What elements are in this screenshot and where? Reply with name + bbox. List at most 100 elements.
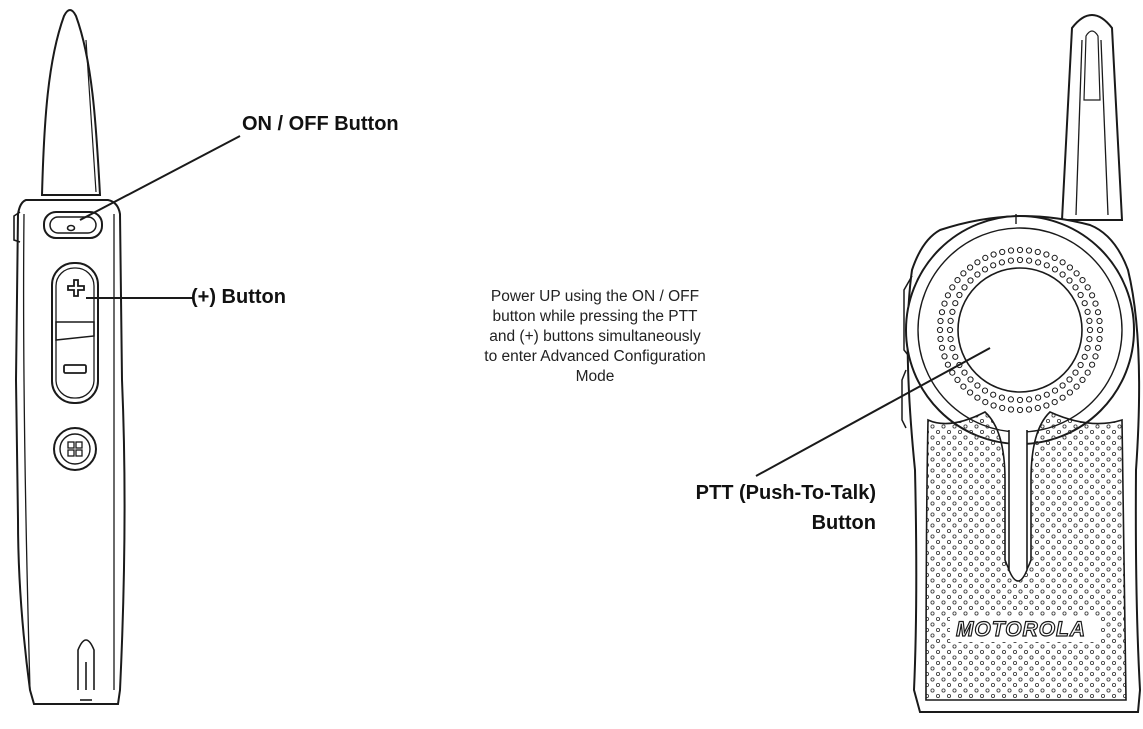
speaker-hole bbox=[974, 271, 981, 278]
speaker-hole bbox=[999, 404, 1006, 412]
speaker-hole bbox=[1034, 404, 1041, 412]
on-off-button-label: ON / OFF Button bbox=[242, 113, 399, 135]
speaker-hole bbox=[1084, 308, 1091, 315]
power-switch-icon bbox=[43, 211, 103, 239]
bottom-port bbox=[77, 639, 95, 701]
instruction-text: Power UP using the ON / OFF button while… bbox=[415, 287, 775, 387]
speaker-hole bbox=[998, 394, 1006, 401]
speaker-hole bbox=[1086, 336, 1093, 343]
speaker-hole bbox=[1079, 277, 1086, 284]
speaker-hole bbox=[949, 308, 956, 315]
minus-icon bbox=[63, 364, 87, 374]
motorola-logo: MOTOROLA bbox=[956, 618, 1086, 641]
side-antenna bbox=[40, 9, 102, 196]
speaker-hole bbox=[1077, 291, 1084, 299]
speaker-hole bbox=[1016, 256, 1024, 264]
ptt-button bbox=[957, 267, 1083, 393]
ptt-label-line1: PTT (Push-To-Talk) bbox=[695, 482, 876, 504]
speaker-hole bbox=[981, 266, 989, 273]
instruction-line: and (+) buttons simultaneously bbox=[489, 328, 701, 345]
speaker-hole bbox=[967, 389, 974, 396]
speaker-hole bbox=[1066, 389, 1074, 396]
speaker-hole bbox=[949, 284, 956, 291]
speaker-hole bbox=[1025, 247, 1033, 254]
speaker-hole bbox=[949, 345, 956, 352]
front-button-ring bbox=[936, 246, 1104, 414]
speaker-hole bbox=[941, 353, 948, 360]
speaker-hole bbox=[1007, 257, 1015, 264]
speaker-hole bbox=[1072, 369, 1079, 376]
speaker-hole bbox=[967, 376, 974, 383]
speaker-hole bbox=[1016, 396, 1024, 404]
speaker-hole bbox=[1081, 353, 1088, 360]
speaker-hole bbox=[1086, 326, 1094, 334]
callout-line-onoff bbox=[79, 135, 241, 221]
speaker-hole bbox=[960, 270, 967, 277]
speaker-hole bbox=[1007, 396, 1015, 403]
plus-button-label: (+) Button bbox=[191, 286, 286, 308]
speaker-hole bbox=[954, 277, 961, 284]
speaker-hole bbox=[938, 344, 946, 351]
speaker-hole bbox=[1016, 246, 1024, 254]
front-view-radio bbox=[901, 14, 1142, 713]
speaker-hole bbox=[1059, 271, 1066, 278]
speaker-hole bbox=[967, 264, 974, 271]
speaker-hole bbox=[1043, 251, 1050, 258]
speaker-hole bbox=[944, 292, 952, 299]
speaker-hole bbox=[990, 391, 997, 398]
speaker-hole bbox=[990, 251, 997, 258]
instruction-line: Mode bbox=[575, 368, 615, 385]
speaker-hole bbox=[1043, 262, 1050, 269]
speaker-hole bbox=[947, 317, 954, 324]
speaker-hole bbox=[1094, 309, 1102, 316]
speaker-hole bbox=[1016, 406, 1024, 414]
speaker-hole bbox=[1092, 353, 1099, 360]
speaker-hole bbox=[1035, 394, 1042, 401]
speaker-hole bbox=[1026, 257, 1033, 264]
speaker-hole bbox=[990, 262, 997, 269]
ptt-button-label: PTT (Push-To-Talk) Button bbox=[600, 478, 876, 538]
callout-lines bbox=[79, 135, 991, 477]
speaker-hole bbox=[1051, 254, 1058, 261]
speaker-hole bbox=[1051, 399, 1058, 406]
speaker-hole bbox=[952, 300, 959, 307]
speaker-hole bbox=[982, 254, 989, 261]
speaker-hole bbox=[974, 394, 981, 401]
speaker-hole bbox=[1066, 264, 1074, 271]
speaker-hole bbox=[937, 335, 944, 343]
speaker-hole bbox=[938, 309, 946, 316]
speaker-hole bbox=[944, 361, 952, 368]
speaker-hole bbox=[1094, 344, 1102, 351]
speaker-hole bbox=[974, 259, 981, 266]
speaker-hole bbox=[936, 326, 944, 334]
speaker-hole bbox=[999, 248, 1006, 256]
speaker-hole bbox=[1096, 317, 1103, 325]
speaker-hole bbox=[947, 336, 954, 343]
speaker-hole bbox=[954, 376, 961, 383]
speaker-hole bbox=[1077, 361, 1084, 369]
instruction-line: button while pressing the PTT bbox=[492, 308, 698, 325]
speaker-hole bbox=[1066, 376, 1073, 383]
front-antenna bbox=[1060, 14, 1124, 221]
speaker-hole bbox=[1079, 376, 1086, 383]
speaker-hole bbox=[960, 383, 967, 390]
speaker-hole bbox=[949, 369, 956, 376]
speaker-hole bbox=[1043, 391, 1050, 398]
speaker-hole bbox=[1007, 247, 1015, 254]
speaker-hole bbox=[974, 382, 981, 389]
speaker-hole bbox=[937, 317, 944, 325]
speaker-hole bbox=[1066, 277, 1073, 284]
ptt-label-line2: Button bbox=[811, 512, 876, 534]
speaker-hole bbox=[1073, 383, 1080, 390]
speaker-hole bbox=[1096, 335, 1103, 343]
speaker-hole bbox=[1089, 292, 1096, 299]
volume-rocker bbox=[51, 262, 99, 404]
speaker-hole bbox=[990, 402, 997, 409]
speaker-hole bbox=[998, 259, 1006, 266]
speaker-hole bbox=[1072, 284, 1079, 291]
speaker-hole bbox=[1084, 369, 1091, 376]
speaker-hole bbox=[1007, 406, 1015, 413]
speaker-hole bbox=[961, 369, 968, 376]
speaker-hole bbox=[1025, 406, 1033, 413]
